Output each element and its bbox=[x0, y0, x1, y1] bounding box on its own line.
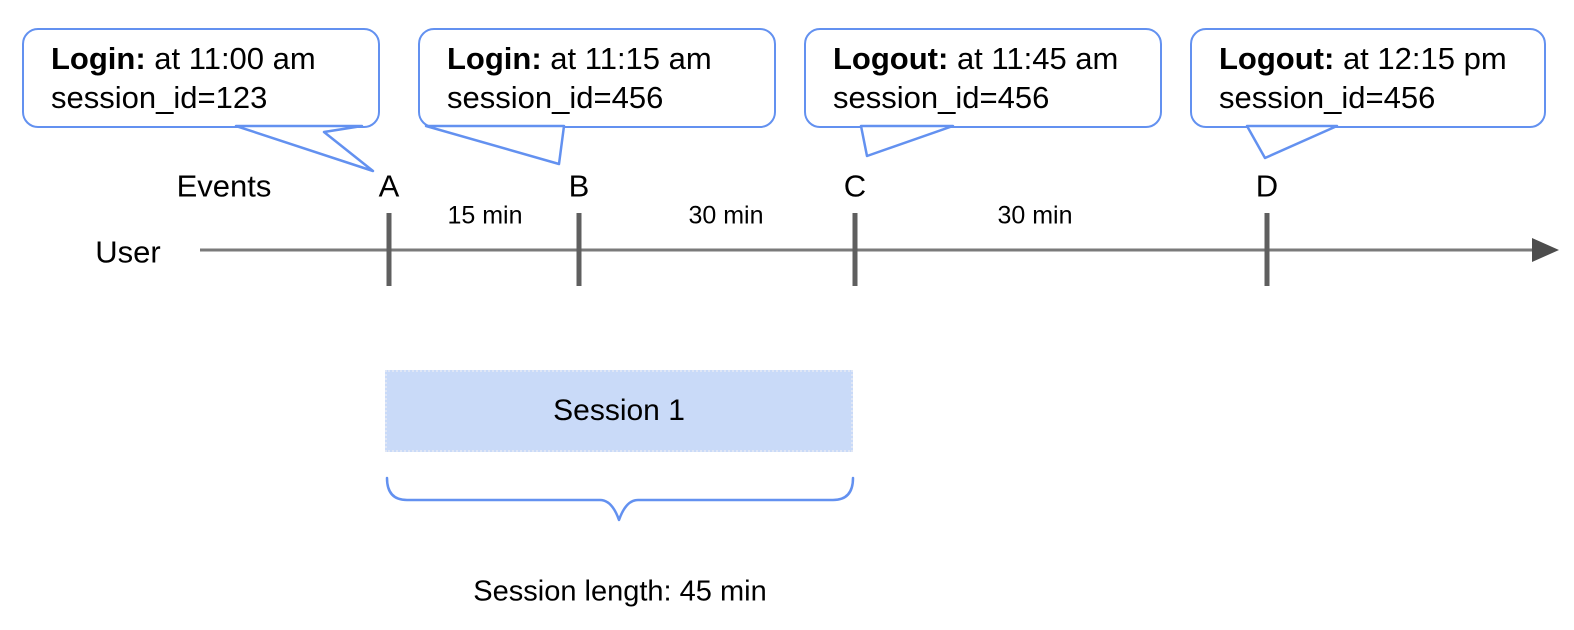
interval-label-ab: 15 min bbox=[447, 201, 523, 230]
event-type-label: Logout: bbox=[833, 41, 949, 76]
event-time-label: at 12:15 pm bbox=[1334, 41, 1507, 76]
callout-line1: Logout: at 11:45 am bbox=[833, 39, 1150, 78]
callout-line1: Logout: at 12:15 pm bbox=[1219, 39, 1534, 78]
callout-login-b: Login: at 11:15 am session_id=456 bbox=[418, 28, 776, 128]
timeline-arrowhead bbox=[1532, 238, 1559, 262]
callout-line1: Login: at 11:00 am bbox=[51, 39, 368, 78]
event-type-label: Logout: bbox=[1219, 41, 1335, 76]
session-box: Session 1 bbox=[385, 370, 853, 452]
callout-line2: session_id=456 bbox=[447, 80, 664, 115]
interval-label-cd: 30 min bbox=[997, 201, 1073, 230]
event-type-label: Login: bbox=[51, 41, 146, 76]
callout-tail-b bbox=[424, 124, 566, 166]
event-time-label: at 11:45 am bbox=[948, 41, 1119, 76]
session-length-brace bbox=[385, 476, 855, 522]
interval-label-bc: 30 min bbox=[688, 201, 764, 230]
callout-line2: session_id=456 bbox=[833, 80, 1050, 115]
callout-line1: Login: at 11:15 am bbox=[447, 39, 764, 78]
event-type-label: Login: bbox=[447, 41, 542, 76]
callout-logout-d: Logout: at 12:15 pm session_id=456 bbox=[1190, 28, 1546, 128]
events-label: Events bbox=[176, 168, 272, 204]
session-length-label: Session length: 45 min bbox=[473, 575, 767, 608]
callout-tail-d bbox=[1245, 124, 1339, 160]
tick-label-a: A bbox=[378, 168, 400, 204]
callout-tail-a bbox=[234, 124, 375, 173]
tick-label-b: B bbox=[568, 168, 590, 204]
callout-line2: session_id=456 bbox=[1219, 80, 1436, 115]
event-time-label: at 11:00 am bbox=[145, 41, 316, 76]
event-time-label: at 11:15 am bbox=[541, 41, 712, 76]
session-box-label: Session 1 bbox=[553, 394, 685, 427]
callout-logout-c: Logout: at 11:45 am session_id=456 bbox=[804, 28, 1162, 128]
user-label: User bbox=[95, 234, 161, 270]
callout-line2: session_id=123 bbox=[51, 80, 268, 115]
tick-label-c: C bbox=[843, 168, 867, 204]
tick-label-d: D bbox=[1255, 168, 1279, 204]
callout-tail-c bbox=[859, 124, 955, 158]
callout-login-a: Login: at 11:00 am session_id=123 bbox=[22, 28, 380, 128]
